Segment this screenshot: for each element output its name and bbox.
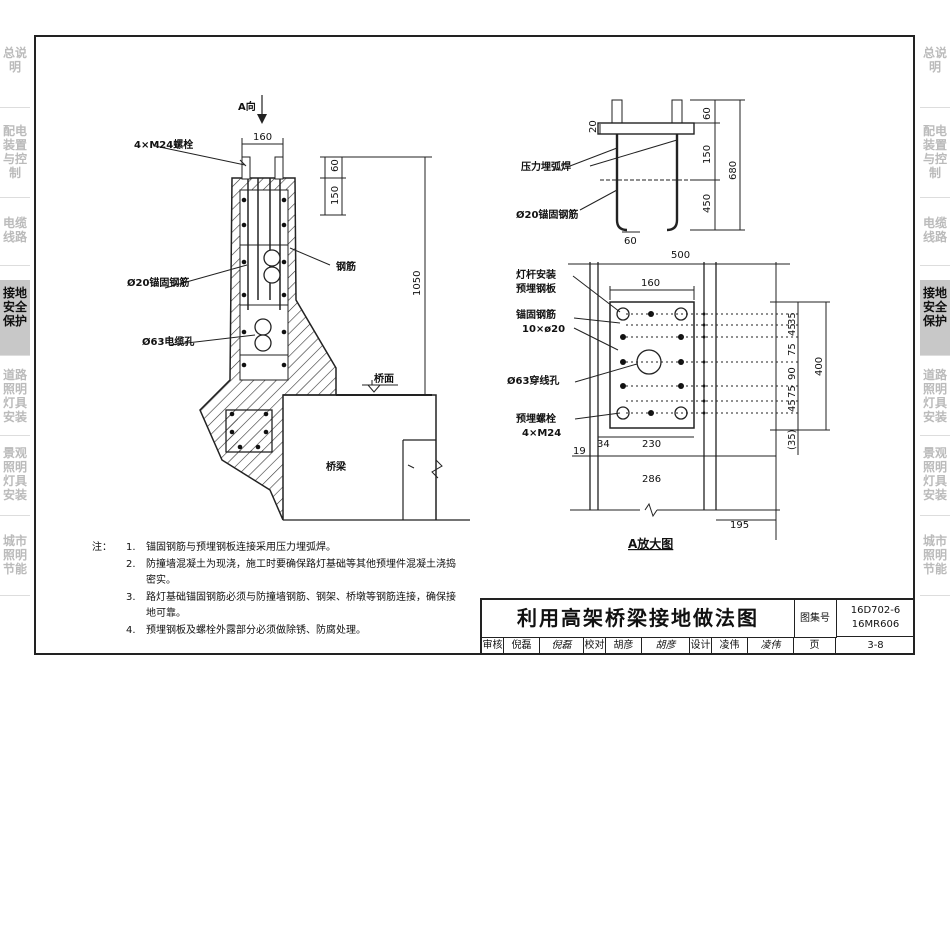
plate-dim-160: 160 bbox=[641, 278, 660, 289]
drawing-title: 利用高架桥梁接地做法图 bbox=[482, 600, 795, 638]
dim-60: 60 bbox=[330, 159, 341, 172]
anchor-label-2: 10×ø20 bbox=[522, 324, 565, 335]
dim-160: 160 bbox=[253, 132, 272, 143]
bolt-dim-60: 60 bbox=[702, 107, 713, 120]
sidebar-item-road-lighting[interactable]: 道路照明灯具安装 bbox=[0, 362, 30, 436]
note-item: 3.路灯基础锚固钢筋必须与防撞墙钢筋、钢架、桥墩等钢筋连接，确保接地可靠。 bbox=[126, 591, 456, 620]
section-view bbox=[154, 95, 470, 521]
bolt-label-2: 4×M24 bbox=[522, 428, 561, 439]
dim-1050: 1050 bbox=[412, 271, 423, 296]
design-label: 设计 bbox=[690, 637, 712, 655]
plate-detail bbox=[568, 262, 830, 540]
sidebar-item-grounding[interactable]: 接地安全保护 bbox=[0, 280, 30, 356]
check-label: 校对 bbox=[584, 637, 606, 655]
plate-v-45b: 45 bbox=[787, 399, 798, 412]
plate-dim-230: 230 bbox=[642, 439, 661, 450]
title-block: 利用高架桥梁接地做法图 图集号 16D702-6 16MR606 审核 倪磊 倪… bbox=[480, 598, 915, 655]
plate-dim-500: 500 bbox=[671, 250, 690, 261]
bolt-dim-60b: 60 bbox=[624, 236, 637, 247]
designer-signature: 凌伟 bbox=[748, 637, 794, 655]
plate-dim-400: 400 bbox=[814, 357, 825, 376]
drawing-sheet bbox=[34, 35, 915, 655]
weld-label: 压力埋弧焊 bbox=[521, 160, 571, 173]
plate-dim-19: 19 bbox=[573, 446, 586, 457]
reviewer-signature: 倪磊 bbox=[540, 637, 584, 655]
checker-signature: 胡彦 bbox=[642, 637, 690, 655]
page-label: 页 bbox=[794, 637, 836, 655]
plate-dim-195: 195 bbox=[730, 520, 749, 531]
deck-label: 桥面 bbox=[374, 372, 394, 385]
plate-dim-34: 34 bbox=[597, 439, 610, 450]
sidebar-item-distribution[interactable]: 配电装置与控制 bbox=[920, 118, 950, 198]
sidebar-item-road-lighting[interactable]: 道路照明灯具安装 bbox=[920, 362, 950, 436]
bolt-dim-680: 680 bbox=[728, 161, 739, 180]
sidebar-item-landscape[interactable]: 景观照明灯具安装 bbox=[920, 440, 950, 516]
bolt-detail bbox=[569, 99, 745, 233]
plate-hole-label: Ø63穿线孔 bbox=[507, 374, 559, 387]
rebar-label: 钢筋 bbox=[336, 260, 356, 273]
dim-150: 150 bbox=[330, 186, 341, 205]
anchor-label: Ø20锚固钢筋 bbox=[127, 276, 189, 289]
anchor-label-1: 锚固钢筋 bbox=[516, 308, 556, 321]
sidebar-item-cable[interactable]: 电缆线路 bbox=[0, 210, 30, 266]
note-item: 4.预埋钢板及螺栓外露部分必须做除锈、防腐处理。 bbox=[126, 624, 366, 636]
notes-title: 注： bbox=[92, 542, 112, 553]
notes: 注： 1.锚固钢筋与预埋钢板连接采用压力埋弧焊。 2.防撞墙混凝土为现浇，施工时… bbox=[92, 540, 456, 639]
bolt-dim-150: 150 bbox=[702, 145, 713, 164]
reviewer-name: 倪磊 bbox=[504, 637, 540, 655]
plate-label-2: 预埋钢板 bbox=[516, 282, 557, 295]
sidebar-item-landscape[interactable]: 景观照明灯具安装 bbox=[0, 440, 30, 516]
review-label: 审核 bbox=[482, 637, 504, 655]
beam-label: 桥梁 bbox=[326, 460, 347, 473]
hole-label: Ø63电缆孔 bbox=[142, 335, 194, 348]
sidebar-item-energy[interactable]: 城市照明节能 bbox=[0, 528, 30, 596]
bolt-anchor-label: Ø20锚固钢筋 bbox=[516, 208, 578, 221]
bolt-dim-20: 20 bbox=[588, 120, 599, 133]
sidebar-item-general[interactable]: 总说明 bbox=[0, 40, 30, 108]
sidebar-item-grounding[interactable]: 接地安全保护 bbox=[920, 280, 950, 356]
plate-v-35: 35 bbox=[787, 312, 798, 325]
designer-name: 凌伟 bbox=[712, 637, 748, 655]
plate-dim-286: 286 bbox=[642, 474, 661, 485]
sidebar-item-cable[interactable]: 电缆线路 bbox=[920, 210, 950, 266]
view-a-label: A向 bbox=[238, 100, 256, 113]
plate-v-75b: 75 bbox=[787, 385, 798, 398]
bolt-label: 4×M24螺栓 bbox=[134, 138, 193, 151]
atlas-code: 16D702-6 16MR606 bbox=[836, 600, 915, 637]
sidebar-item-distribution[interactable]: 配电装置与控制 bbox=[0, 118, 30, 198]
plate-v-90: 90 bbox=[787, 367, 798, 380]
sidebar-item-energy[interactable]: 城市照明节能 bbox=[920, 528, 950, 596]
plate-v-75: 75 bbox=[787, 343, 798, 356]
bolt-dim-450: 450 bbox=[702, 194, 713, 213]
plate-v-45: 45 bbox=[787, 323, 798, 336]
bolt-label-1: 预埋螺栓 bbox=[516, 412, 556, 425]
atlas-label: 图集号 bbox=[794, 600, 837, 638]
sidebar-item-general[interactable]: 总说明 bbox=[920, 40, 950, 108]
atlas-code-1: 16D702-6 bbox=[850, 605, 901, 616]
checker-name: 胡彦 bbox=[606, 637, 642, 655]
plate-v-35p: (35) bbox=[787, 429, 798, 450]
plate-caption: A放大图 bbox=[628, 536, 673, 551]
signature-row: 审核 倪磊 倪磊 校对 胡彦 胡彦 设计 凌伟 凌伟 页 3-8 bbox=[482, 637, 915, 655]
note-item: 2.防撞墙混凝土为现浇，施工时要确保路灯基础等其他预埋件混凝土浇捣密实。 bbox=[126, 558, 456, 587]
plate-label-1: 灯杆安装 bbox=[516, 268, 556, 281]
atlas-code-2: 16MR606 bbox=[851, 619, 900, 630]
note-item: 1.锚固钢筋与预埋钢板连接采用压力埋弧焊。 bbox=[126, 542, 336, 553]
page-number: 3-8 bbox=[867, 640, 884, 651]
